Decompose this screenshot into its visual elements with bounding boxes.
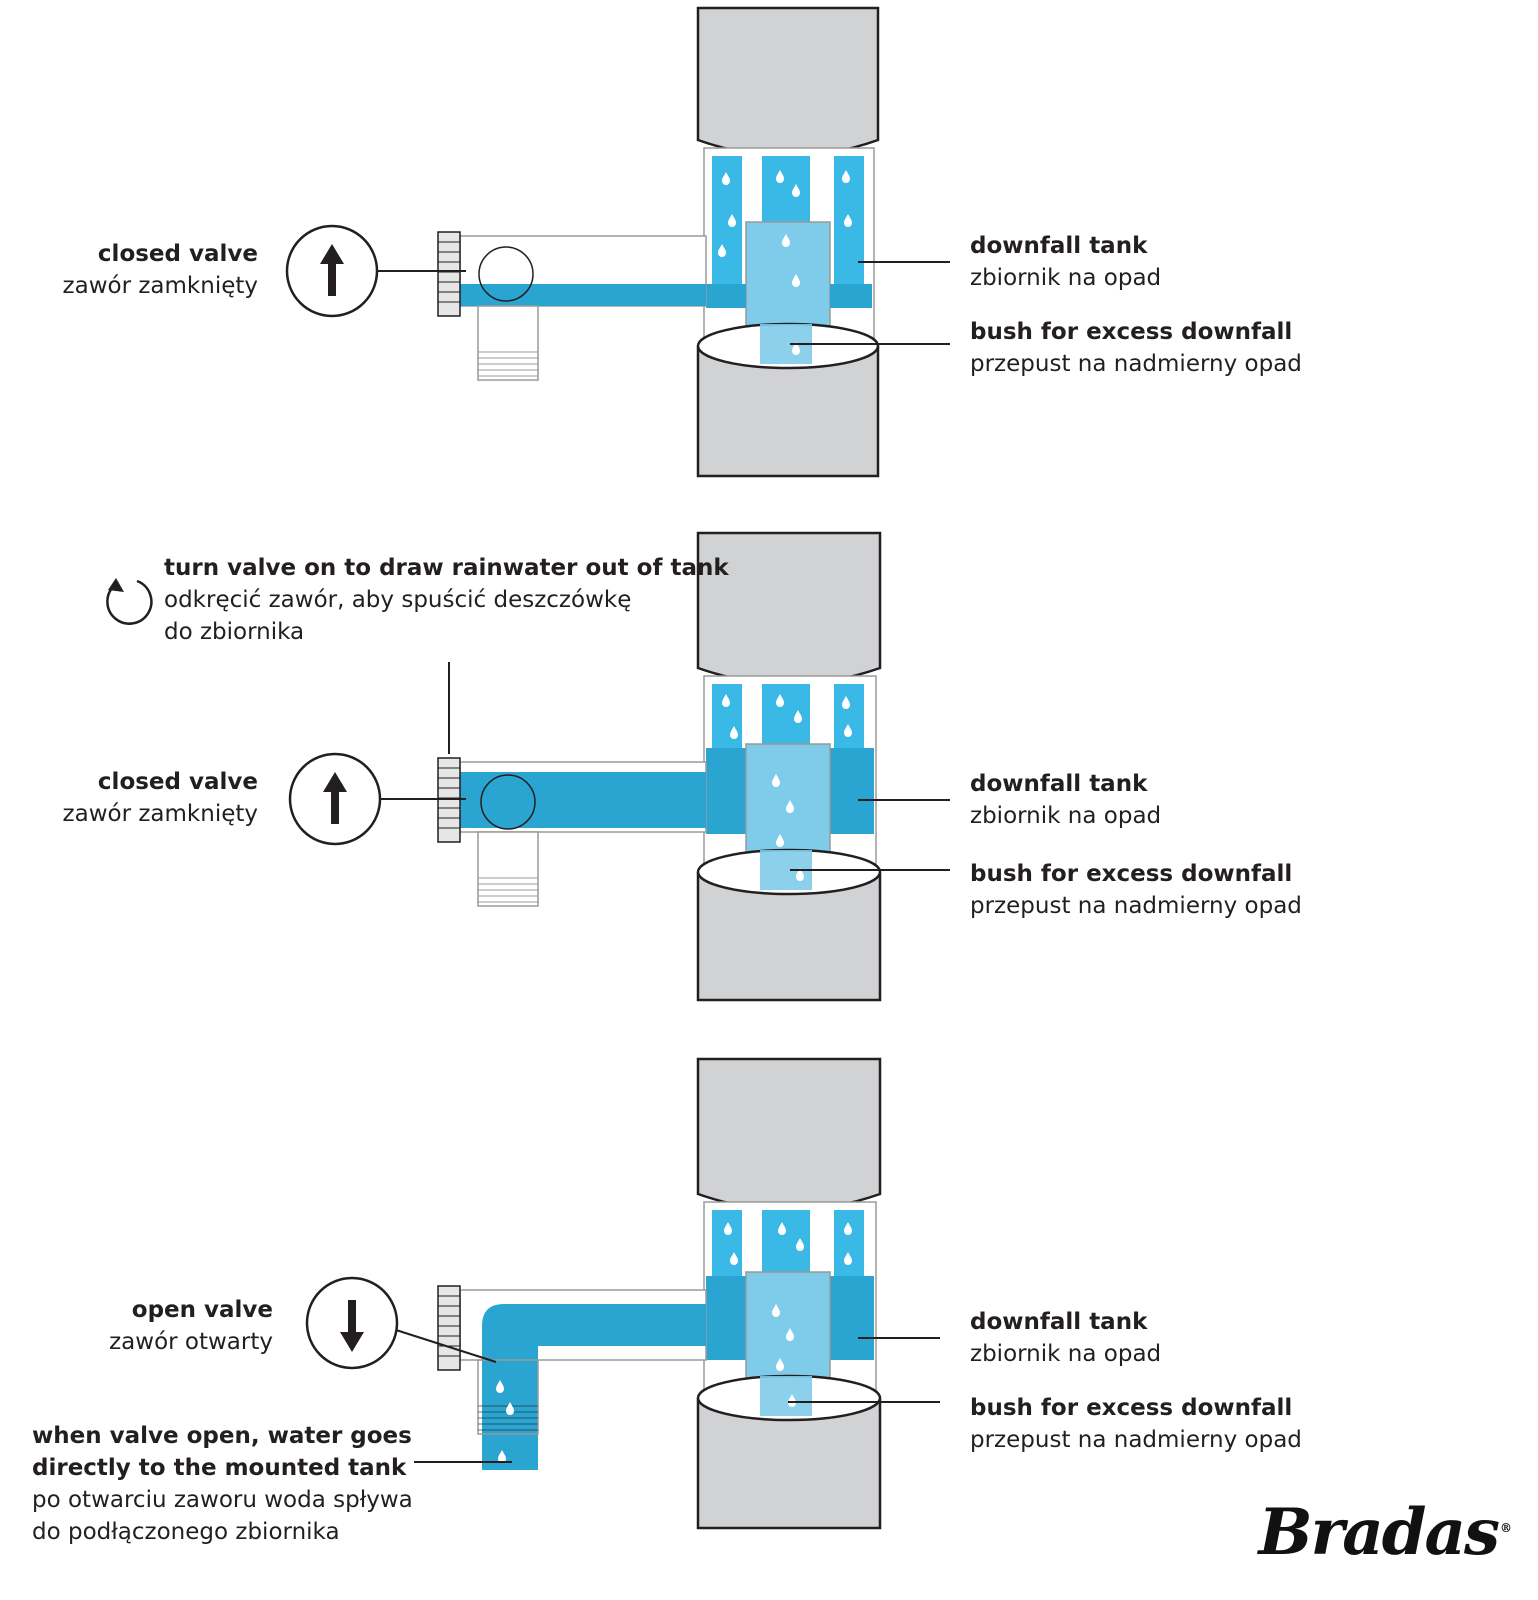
outlet-label-pl-2: do podłączonego zbiornika [32,1519,340,1545]
valve-label-p2: closed valve zawór zamknięty [63,766,258,830]
valve-label-pl: zawór zamknięty [62,273,258,299]
tank-label-en: downfall tank [970,233,1148,259]
valve-outlet [477,305,539,381]
valve-label-en: open valve [131,1297,273,1323]
bush-label-p3: bush for excess downfall przepust na nad… [970,1392,1302,1456]
outlet-label-en-2: directly to the mounted tank [32,1455,407,1481]
downpipe-bottom [696,346,880,478]
valve-label-pl: zawór zamknięty [62,801,258,827]
brand-name: Bradas [1258,1495,1500,1570]
water-level [830,284,872,308]
arrow-up-icon [320,244,344,296]
valve-label-p1: closed valve zawór zamknięty [63,238,258,302]
bush-label-en: bush for excess downfall [970,319,1293,345]
valve-knob [437,1285,461,1371]
leader-line [395,1329,497,1363]
tank-label-p3: downfall tank zbiornik na opad [970,1306,1161,1370]
tank-label-p1: downfall tank zbiornik na opad [970,230,1161,294]
outlet-label-pl-1: po otwarciu zaworu woda spływa [32,1487,413,1513]
bush-label-p1: bush for excess downfall przepust na nad… [970,316,1302,380]
bush-label-pl: przepust na nadmierny opad [970,893,1302,919]
downpipe-top [696,6,880,158]
valve-outlet [477,831,539,907]
valve-label-pl: zawór otwarty [109,1329,273,1355]
tank-label-en: downfall tank [970,1309,1148,1335]
valve-label-en: closed valve [97,769,258,795]
water-in-valve [482,1304,706,1470]
bush-label-en: bush for excess downfall [970,1395,1293,1421]
tank-label-p2: downfall tank zbiornik na opad [970,768,1161,832]
water-level [706,284,746,308]
valve-ball [480,774,536,830]
downpipe-bottom [696,1398,882,1530]
panel-3 [305,1057,940,1530]
downpipe-bottom [696,872,882,1002]
turn-label-pl-1: odkręcić zawór, aby spuścić deszczówkę [164,587,632,613]
tank-label-pl: zbiornik na opad [970,265,1162,291]
bush-label-p2: bush for excess downfall przepust na nad… [970,858,1302,922]
valve-ball [478,246,534,302]
water-in-valve [460,284,706,306]
tank-label-pl: zbiornik na opad [970,803,1162,829]
tank-label-pl: zbiornik na opad [970,1341,1162,1367]
bush-label-pl: przepust na nadmierny opad [970,1427,1302,1453]
panel-1 [285,6,950,478]
bush-label-pl: przepust na nadmierny opad [970,351,1302,377]
downpipe-top [696,1057,882,1212]
outlet-label-en-1: when valve open, water goes [32,1423,412,1449]
outlet-label-p3: when valve open, water goes directly to … [32,1420,413,1548]
valve-outlet [477,1359,539,1435]
turn-label-en: turn valve on to draw rainwater out of t… [164,555,729,581]
brand-logo: Bradas® [1258,1495,1512,1570]
valve-knob [437,231,461,317]
rotate-ccw-icon [106,578,153,625]
turn-label-p2: turn valve on to draw rainwater out of t… [164,552,729,648]
valve-label-p3: open valve zawór otwarty [109,1294,273,1358]
turn-label-pl-2: do zbiornika [164,619,305,645]
tank-label-en: downfall tank [970,771,1148,797]
panel-2 [106,531,950,1002]
arrow-down-icon [340,1300,364,1352]
bush-label-en: bush for excess downfall [970,861,1293,887]
valve-label-en: closed valve [97,241,258,267]
arrow-up-icon [323,772,347,824]
brand-registered-mark: ® [1500,1520,1512,1535]
